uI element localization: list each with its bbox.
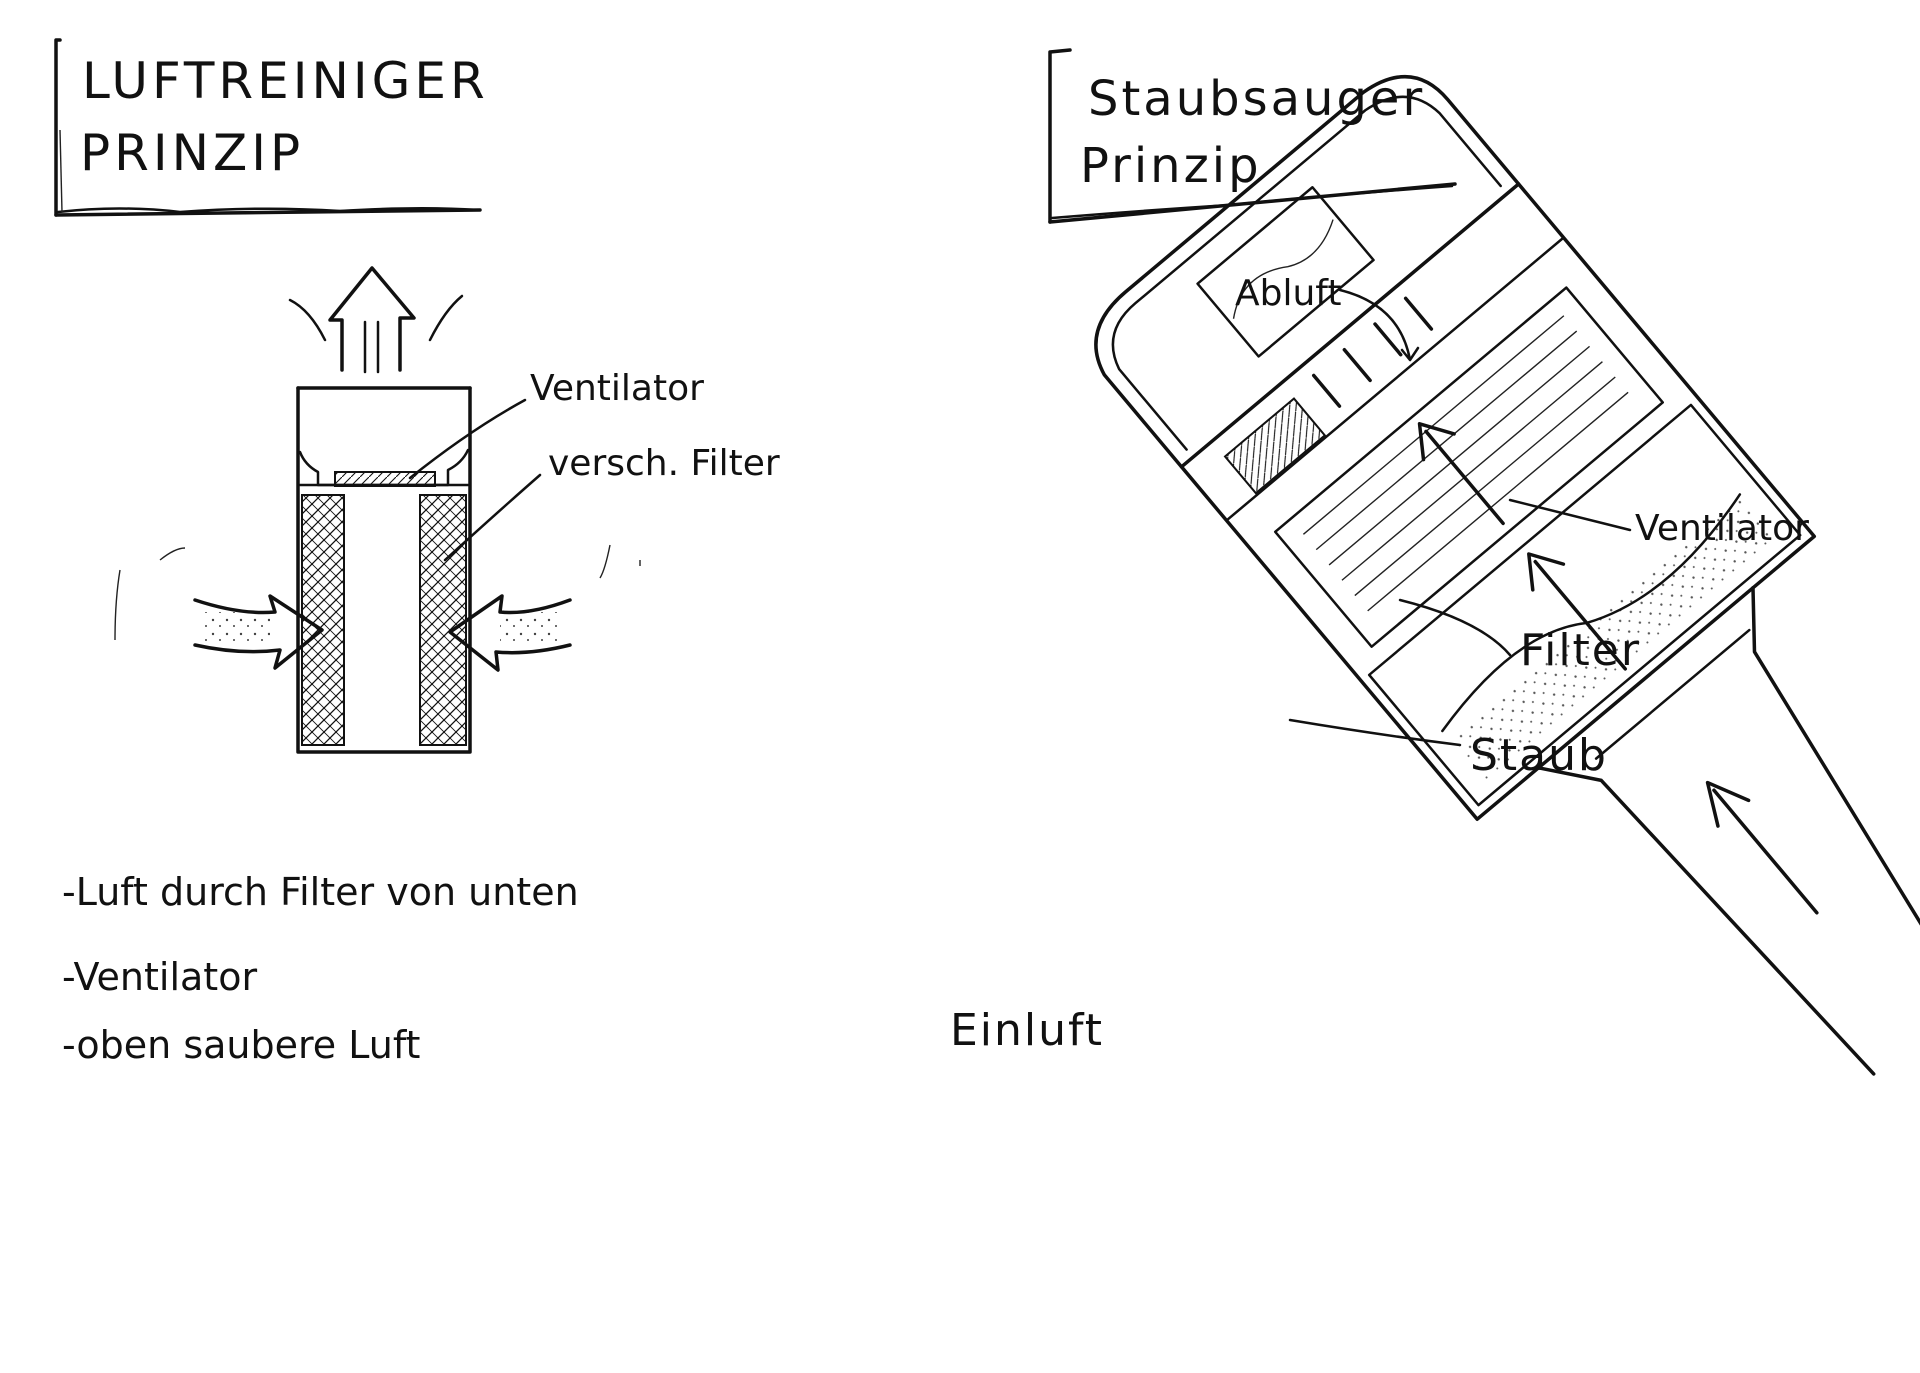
clean-air-up-arrow: [288, 266, 464, 374]
vacuum-filter-leader: [1398, 598, 1512, 657]
bullet-3: -oben saubere Luft: [62, 1023, 420, 1067]
vacuum-title-line2: Prinzip: [1080, 138, 1262, 194]
vacuum-label-fan: Ventilator: [1635, 508, 1809, 549]
air-in-left-arrow: [114, 547, 324, 670]
bullet-2: -Ventilator: [62, 955, 257, 999]
vacuum-label-intake: Einluft: [950, 1005, 1104, 1056]
vacuum-display-window: [1196, 186, 1375, 358]
purifier-label-filter: versch. Filter: [548, 443, 780, 484]
vacuum-label-exhaust: Abluft: [1235, 273, 1341, 314]
bullet-1: -Luft durch Filter von unten: [62, 870, 579, 914]
purifier-fan: [334, 471, 436, 487]
air-in-right-arrow: [448, 544, 641, 672]
vacuum-fan-leader: [1508, 498, 1632, 532]
air-purifier-title-line2: PRINZIP: [80, 124, 304, 182]
air-purifier-title-line1: LUFTREINIGER: [82, 52, 489, 110]
purifier-filter-right: [419, 494, 467, 746]
exhaust-arrow: [1338, 288, 1420, 362]
air-purifier-title-frame: [54, 38, 482, 217]
vacuum-title-line1: Staubsauger: [1088, 71, 1425, 127]
vacuum-cleaner: [1094, 74, 1920, 1076]
filter-leader-line: [443, 473, 542, 562]
vacuum-dust-leader: [1288, 718, 1462, 747]
fan-leader-line: [408, 398, 527, 480]
vacuum-label-dust: Staub: [1470, 730, 1608, 781]
purifier-label-fan: Ventilator: [530, 368, 704, 409]
vacuum-label-filter: Filter: [1520, 625, 1641, 676]
vacuum-fan: [1223, 397, 1327, 495]
